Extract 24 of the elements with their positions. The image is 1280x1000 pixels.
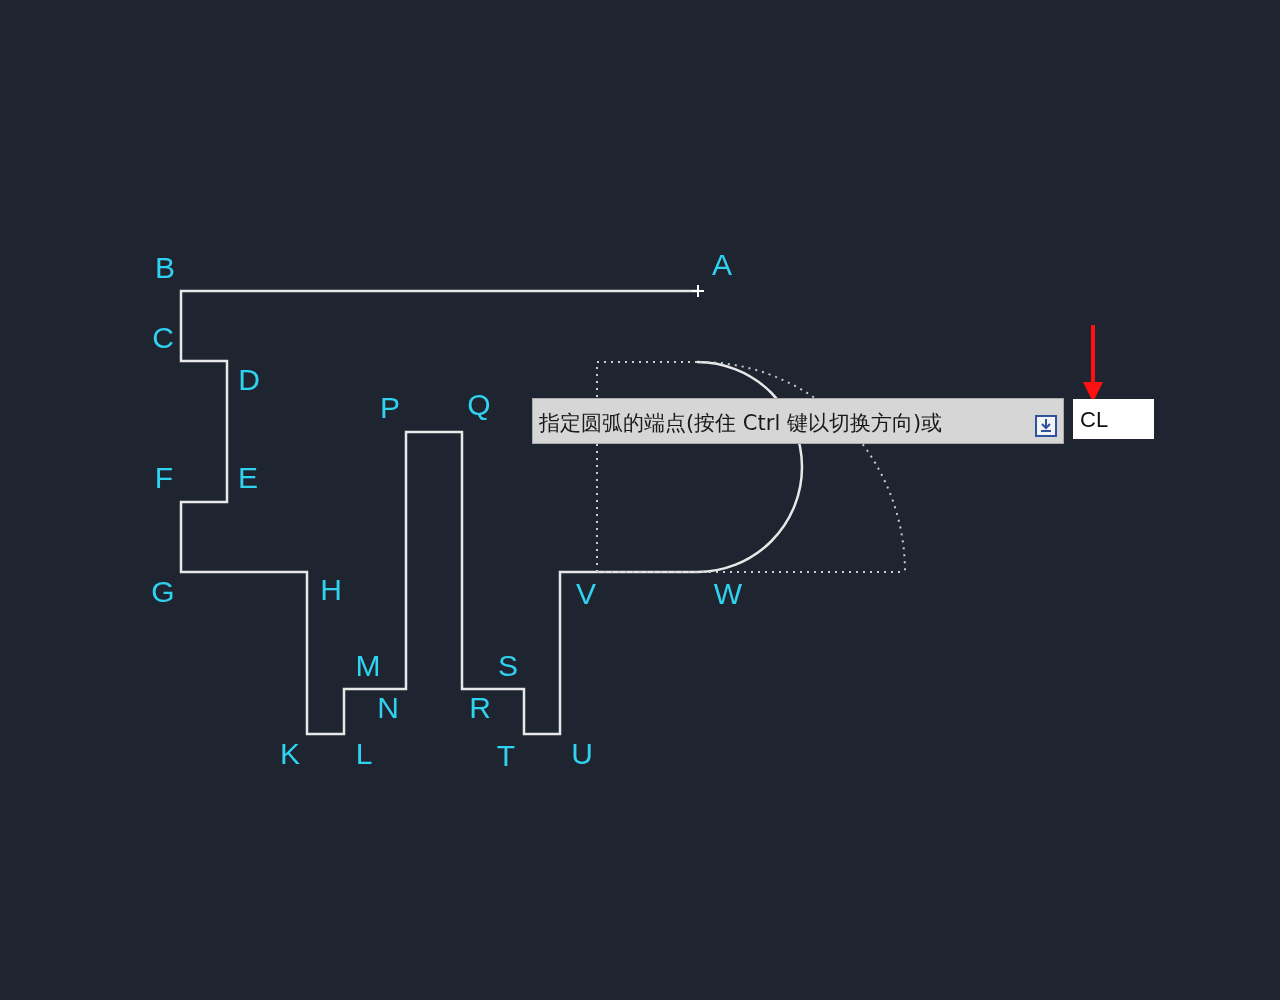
point-label: T [496, 741, 516, 771]
point-label: R [469, 693, 491, 723]
point-label: B [155, 253, 175, 283]
point-label: N [377, 693, 399, 723]
point-label: V [576, 579, 596, 609]
point-label: E [238, 463, 258, 493]
point-label: P [380, 393, 400, 423]
point-label: F [154, 463, 174, 493]
point-label: C [152, 323, 174, 353]
point-label: D [238, 365, 260, 395]
point-label: G [151, 577, 175, 607]
point-label: M [355, 651, 381, 681]
point-label: K [280, 739, 300, 769]
input-field: CL [1073, 399, 1154, 439]
point-label: L [355, 739, 373, 769]
arrow [1083, 325, 1103, 402]
command-prompt [532, 398, 1064, 444]
prompt-text: 指定圆弧的端点(按住 Ctrl 键以切换方向)或 [539, 410, 943, 437]
point-label: S [498, 651, 518, 681]
point-label: Q [467, 390, 491, 420]
point-label: H [320, 575, 342, 605]
point-label: A [712, 250, 732, 280]
point-label: U [571, 739, 593, 769]
point-label: W [713, 579, 743, 609]
